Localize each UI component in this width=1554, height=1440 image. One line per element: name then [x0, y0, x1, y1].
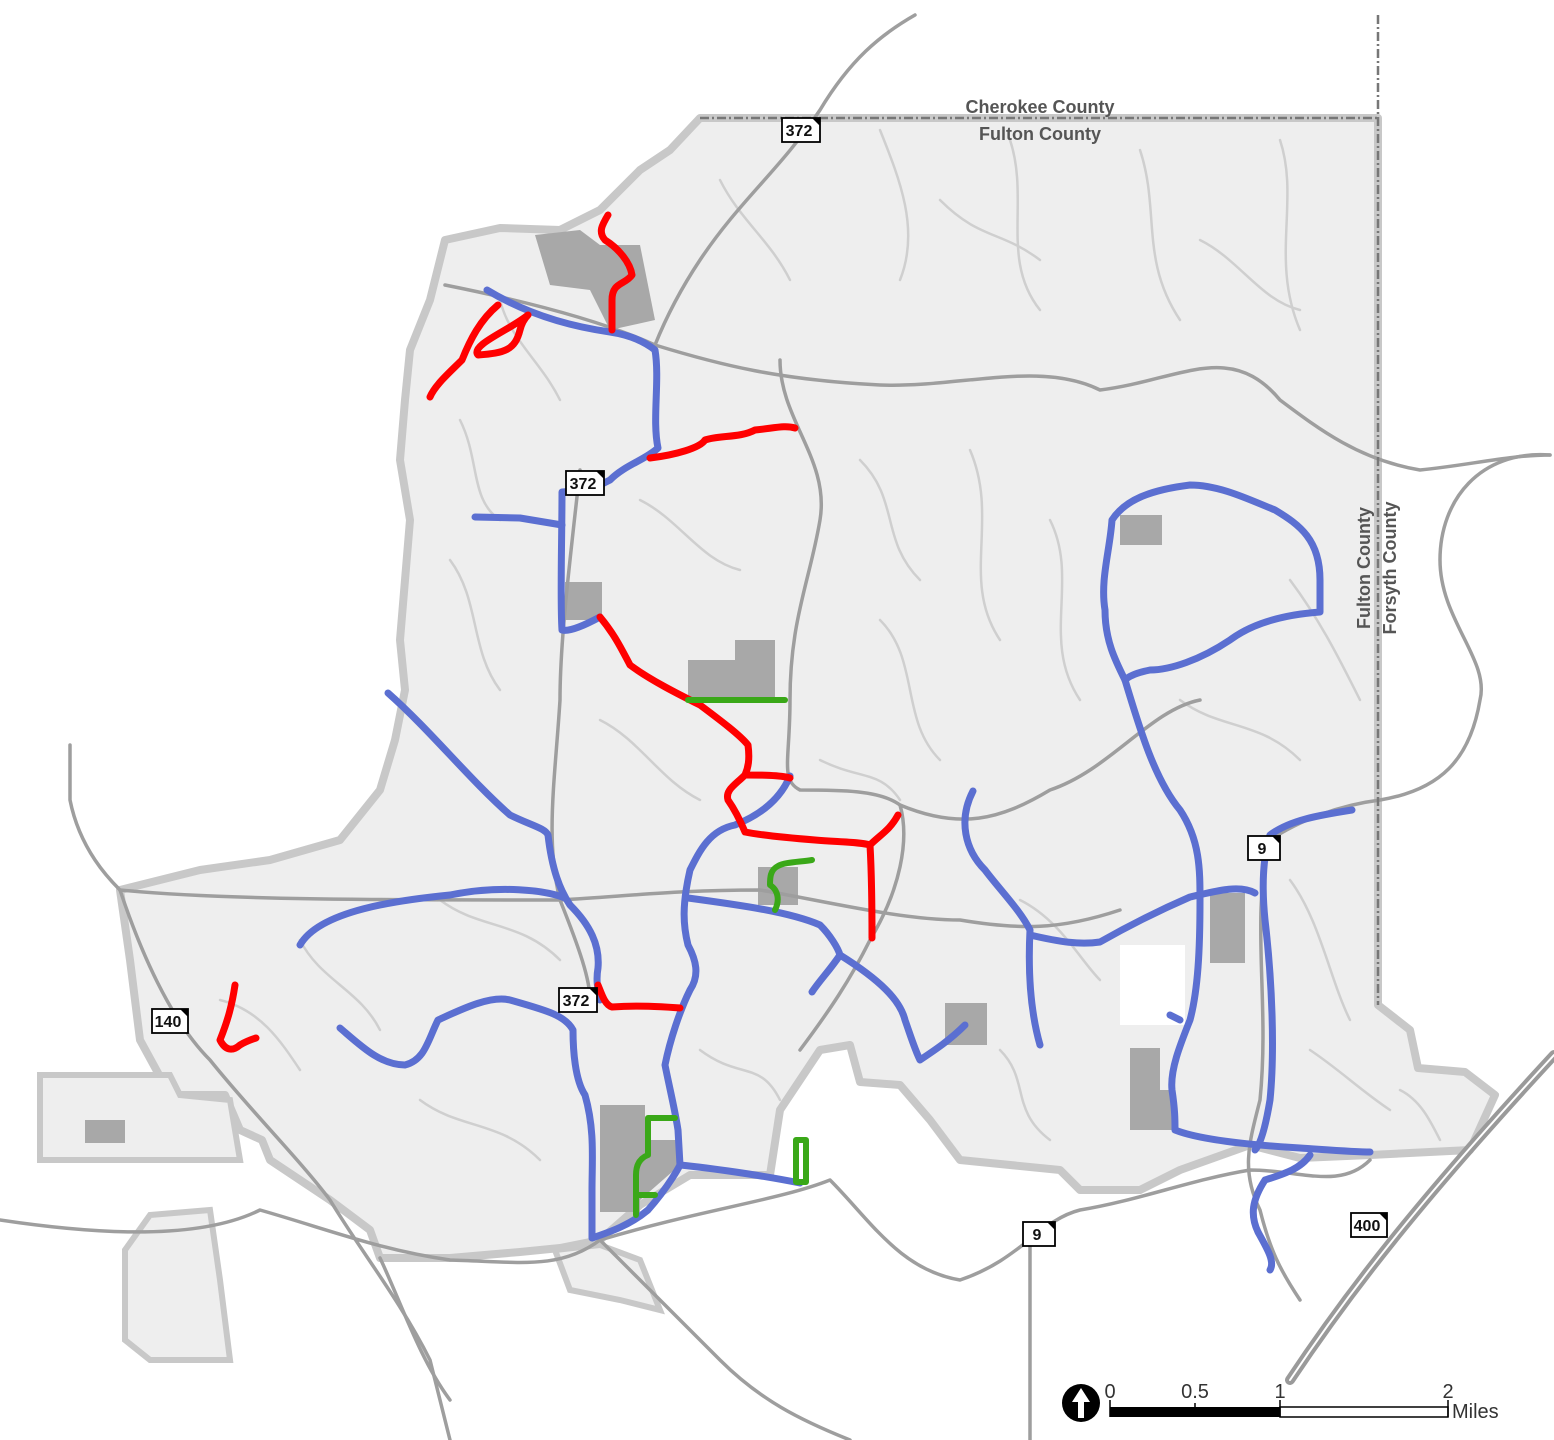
red-trail-north-center [646, 423, 799, 462]
green-trail-south-east [793, 1137, 809, 1185]
svg-text:400: 400 [1354, 1218, 1381, 1235]
road-southern-loop [0, 1208, 602, 1265]
svg-text:372: 372 [570, 476, 597, 493]
blue-trail-east [961, 787, 1044, 1049]
highways [1285, 1050, 1554, 1385]
green-trail-south [633, 1115, 678, 1218]
blue-trail-east-spur [1166, 1011, 1184, 1024]
svg-text:9: 9 [1033, 1227, 1042, 1244]
blue-trail-center-spur [808, 951, 844, 996]
county-lines [700, 15, 1380, 1005]
road-forsyth-loop [1268, 453, 1552, 842]
svg-text:372: 372 [563, 993, 590, 1010]
white-void [1120, 945, 1185, 1025]
minor-roads [218, 128, 1442, 1162]
blue-trail-southwest-loop [336, 995, 684, 1242]
scale-tick-0: 0 [1104, 1381, 1115, 1403]
green-trails [633, 697, 815, 1218]
fulton-county-label-side: Fulton County [1354, 507, 1374, 629]
route-shield-9-south: 9 [1022, 1221, 1056, 1247]
svg-text:372: 372 [786, 123, 813, 140]
blue-trail-east-vertical [1121, 676, 1374, 1156]
park-mid-2 [688, 640, 775, 700]
road-ga400-inner [1289, 1054, 1554, 1381]
route-shield-9-east: 9 [1247, 835, 1281, 861]
route-shield-372-mid: 372 [565, 470, 605, 496]
south-annex [550, 1241, 665, 1315]
road-center-link [898, 698, 1202, 821]
major-roads [0, 13, 1552, 1440]
blue-trail-south [676, 1161, 804, 1187]
road-9-north [1246, 838, 1302, 1302]
road-east-west-north [443, 283, 1552, 472]
park-southeast [1130, 1048, 1172, 1130]
blue-trail-southeast [1249, 1151, 1314, 1274]
blue-trail-west-loop [296, 885, 569, 949]
park-west [85, 1120, 125, 1143]
red-trail-center-vert [866, 841, 876, 942]
blue-trail-east-mid [1026, 885, 1259, 947]
road-sr140 [68, 743, 452, 1440]
scale-bar: 0 0.5 1 2 Miles [1104, 1381, 1498, 1423]
forsyth-county-label: Forsyth County [1380, 502, 1400, 635]
fulton-county-label-top: Fulton County [979, 124, 1101, 144]
blue-trail-west-spur [471, 513, 566, 529]
scale-unit: Miles [1452, 1401, 1499, 1423]
blue-trail-far-east [1251, 806, 1356, 1154]
green-trail-center [767, 857, 815, 913]
svg-text:140: 140 [155, 1014, 182, 1031]
blue-trails [296, 286, 1374, 1274]
route-shield-372-north: 372 [781, 117, 821, 143]
road-372-north [653, 13, 917, 347]
blue-trail-center [661, 772, 794, 1169]
north-arrow-icon [1062, 1384, 1100, 1422]
scale-tick-2: 2 [1442, 1381, 1453, 1403]
park-east-north [1120, 515, 1162, 545]
scale-tick-1: 1 [1274, 1381, 1285, 1403]
red-trail-northwest-2 [426, 301, 502, 401]
red-trail-north [597, 211, 636, 334]
red-trail-south [594, 981, 684, 1012]
road-south-mid [118, 888, 1122, 929]
route-shield-140: 140 [151, 1008, 189, 1034]
svg-text:9: 9 [1258, 841, 1267, 858]
route-shield-372-south: 372 [558, 987, 598, 1013]
blue-trail-north [483, 286, 662, 634]
route-shield-400: 400 [1350, 1212, 1388, 1238]
scale-tick-0-5: 0.5 [1181, 1381, 1209, 1403]
red-trail-west [216, 981, 260, 1053]
park-east-mid [1210, 893, 1245, 963]
blue-trail-west-diag [384, 689, 604, 1004]
red-trail-northwest [473, 311, 532, 359]
park-mid-1 [565, 582, 602, 620]
blue-trail-center-branch [684, 894, 969, 1064]
road-southwest-loop [378, 1256, 452, 1402]
road-south-exit-2 [598, 1238, 852, 1440]
southwest-annex [122, 1206, 234, 1363]
road-west-n-s [550, 468, 592, 1002]
cherokee-county-label: Cherokee County [965, 97, 1114, 117]
red-trails [216, 211, 902, 1053]
blue-trail-east-loop [1100, 481, 1324, 684]
